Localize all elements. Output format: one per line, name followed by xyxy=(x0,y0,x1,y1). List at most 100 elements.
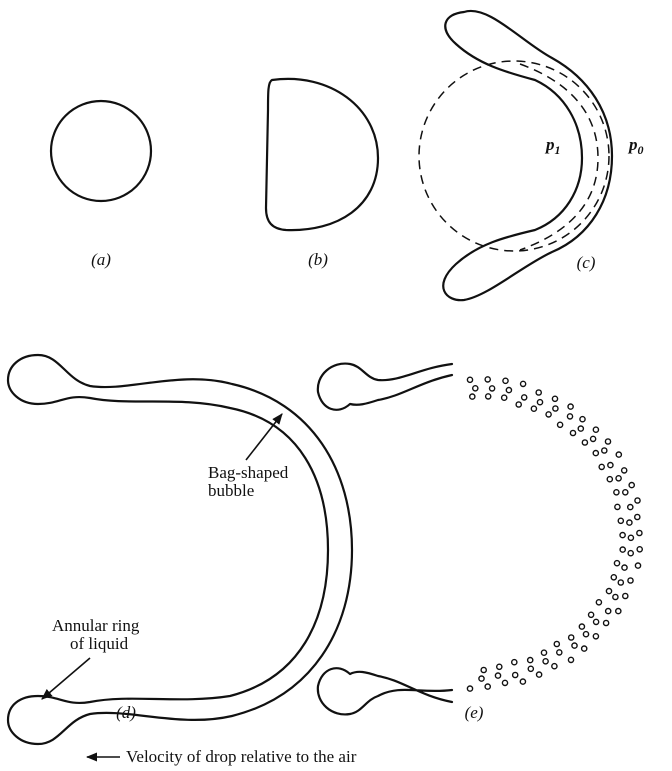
droplet xyxy=(481,667,486,672)
droplet xyxy=(616,476,621,481)
droplet xyxy=(614,490,619,495)
droplet xyxy=(583,632,588,637)
droplet xyxy=(552,396,557,401)
droplet xyxy=(608,463,613,468)
droplet xyxy=(528,666,533,671)
droplet xyxy=(467,377,472,382)
panel-label-e: (e) xyxy=(465,703,484,722)
droplet xyxy=(629,483,634,488)
droplet xyxy=(635,514,640,519)
droplet xyxy=(580,417,585,422)
droplet xyxy=(582,646,587,651)
droplet xyxy=(473,386,478,391)
droplet xyxy=(628,551,633,556)
droplet xyxy=(516,402,521,407)
droplet xyxy=(528,658,533,663)
droplet xyxy=(536,390,541,395)
droplet xyxy=(628,505,633,510)
droplet xyxy=(554,641,559,646)
droplet xyxy=(537,672,542,677)
droplet-cloud xyxy=(467,377,642,691)
droplet xyxy=(546,412,551,417)
ring-remnant-top-e xyxy=(318,364,452,410)
droplet xyxy=(541,650,546,655)
droplet xyxy=(618,518,623,523)
bag-label-line1: Bag-shaped xyxy=(208,463,289,482)
droplet xyxy=(635,563,640,568)
droplet xyxy=(602,448,607,453)
droplet xyxy=(593,427,598,432)
panel-label-c: (c) xyxy=(577,253,596,272)
droplet xyxy=(531,406,536,411)
droplet xyxy=(627,520,632,525)
droplet xyxy=(495,673,500,678)
droplet xyxy=(497,664,502,669)
droplet xyxy=(502,680,507,685)
ring-label-line2: of liquid xyxy=(70,634,129,653)
droplet xyxy=(637,547,642,552)
droplet xyxy=(521,381,526,386)
droplet xyxy=(589,612,594,617)
droplet xyxy=(572,643,577,648)
droplet xyxy=(593,634,598,639)
droplet xyxy=(557,650,562,655)
droplet xyxy=(611,575,616,580)
droplet xyxy=(470,394,475,399)
droplet xyxy=(606,609,611,614)
droplet xyxy=(568,657,573,662)
droplet xyxy=(569,635,574,640)
droplet xyxy=(591,436,596,441)
droplet xyxy=(553,406,558,411)
droplet xyxy=(467,686,472,691)
droplet xyxy=(490,386,495,391)
droplet xyxy=(628,535,633,540)
droplet xyxy=(623,593,628,598)
droplet xyxy=(622,565,627,570)
droplet xyxy=(620,547,625,552)
droplet xyxy=(502,395,507,400)
droplet xyxy=(567,414,572,419)
droplet xyxy=(537,400,542,405)
droplet xyxy=(485,377,490,382)
droplet xyxy=(618,580,623,585)
panel-label-a: (a) xyxy=(91,250,111,269)
droplet xyxy=(628,578,633,583)
panel-label-d: (d) xyxy=(116,703,136,722)
droplet xyxy=(604,620,609,625)
droplet xyxy=(594,619,599,624)
droplet xyxy=(616,452,621,457)
droplet xyxy=(568,404,573,409)
bag-bubble-d xyxy=(8,355,352,744)
droplet xyxy=(503,378,508,383)
droplet xyxy=(485,684,490,689)
pressure-label-outer: p0 xyxy=(627,135,644,157)
pressure-label-inner: p1 xyxy=(544,135,561,157)
flattened-drop-b xyxy=(266,79,378,230)
ring-label-line1: Annular ring xyxy=(52,616,140,635)
droplet xyxy=(582,440,587,445)
droplet xyxy=(613,594,618,599)
droplet xyxy=(606,589,611,594)
spherical-drop-a xyxy=(51,101,151,201)
droplet xyxy=(637,530,642,535)
arrow-annular-ring xyxy=(42,658,90,699)
bag-label-line2: bubble xyxy=(208,481,254,500)
droplet xyxy=(520,679,525,684)
droplet xyxy=(513,672,518,677)
droplet xyxy=(614,561,619,566)
droplet xyxy=(615,504,620,509)
original-drop-outline-c xyxy=(419,61,609,251)
droplet xyxy=(578,426,583,431)
panel-label-b: (b) xyxy=(308,250,328,269)
droplet xyxy=(623,490,628,495)
caption-text: Velocity of drop relative to the air xyxy=(126,747,357,766)
droplet xyxy=(558,422,563,427)
droplet xyxy=(522,395,527,400)
droplet xyxy=(486,394,491,399)
droplet xyxy=(543,659,548,664)
droplet xyxy=(552,664,557,669)
droplet xyxy=(512,660,517,665)
droplet xyxy=(579,624,584,629)
inner-surface-dashed-c xyxy=(520,64,598,250)
droplet xyxy=(479,676,484,681)
